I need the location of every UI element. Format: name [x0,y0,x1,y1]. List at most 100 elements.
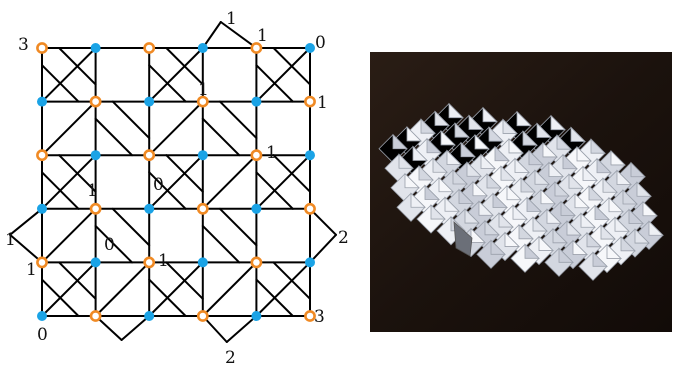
crease-line-24 [148,47,204,103]
orange-vertex-0 [36,42,48,54]
paper-facet-73 [514,157,530,173]
crease-line-44 [201,224,241,264]
paper-facet-187 [430,204,446,220]
orange-vertex-19 [196,95,209,108]
blue-vertex-5 [37,311,47,321]
crease-line-41 [111,207,151,247]
paper-facet-25 [482,106,498,123]
paper-facet-39 [622,189,638,205]
label-left-1: 1 [5,230,16,250]
paper-facet-97 [520,177,536,193]
label-bottom-2: 2 [225,348,236,365]
crease-line-62 [120,315,151,341]
paper-facet-51 [528,149,544,166]
label-bottom-left-0: 0 [37,325,48,345]
paper-facet-121 [526,196,542,212]
crease-line-33 [218,100,258,140]
crease-line-38 [148,171,187,210]
paper-facet-133 [412,145,428,161]
paper-facet-151 [592,251,608,267]
crease-line-50 [255,278,294,317]
orange-vertex-9 [89,202,102,215]
paper-facet-147 [552,227,568,244]
blue-vertex-1 [37,96,47,107]
orange-vertex-11 [89,310,102,322]
paper-facet-105 [600,224,616,240]
crease-line-55 [309,207,337,236]
orange-vertex-31 [304,95,316,108]
paper-facet-194 [453,221,473,257]
paper-facet-173 [424,184,440,200]
crease-line-19 [148,154,204,210]
paper-facet-171 [404,172,420,189]
orange-vertex-12 [143,42,156,54]
blue-vertex-17 [144,311,155,321]
orange-vertex-2 [36,149,48,162]
orange-vertex-14 [143,149,156,162]
orange-vertex-28 [250,256,263,269]
paper-facet-125 [566,220,582,236]
orange-vertex-7 [89,95,102,108]
orange-vertex-26 [250,149,263,162]
paper-facet-163 [498,212,514,228]
paper-facet-157 [438,176,454,193]
paper-facet-65 [434,110,450,126]
crease-line-57 [9,207,43,236]
crease-line-18 [41,261,97,317]
paper-facet-83 [614,216,630,232]
paper-facet-13 [536,122,552,138]
crease-line-60 [225,315,258,343]
crease-line-22 [148,100,204,157]
paper-facet-123 [546,208,562,224]
crease-line-30 [148,64,187,103]
crease-line-16 [94,261,151,317]
paper-facet-159 [458,188,474,204]
label-bottom-right-3: 3 [314,307,325,327]
crease-line-12 [255,261,311,317]
paper-facet-139 [472,180,488,197]
blue-vertex-30 [305,43,315,53]
paper-facet-137 [452,169,468,185]
paper-facet-155 [418,165,434,181]
paper-facet-5 [590,138,606,154]
orange-vertex-16 [143,256,156,269]
label-inner-1a: 1 [198,80,209,100]
crease-line-45 [58,261,97,300]
blue-vertex-13 [144,96,155,107]
paper-facet-53 [548,161,564,177]
blue-vertex-6 [90,43,101,53]
paper-facet-93 [480,153,496,169]
crease-line-42 [94,224,134,264]
crease-line-40 [255,171,294,210]
blue-vertex-8 [90,150,101,161]
paper-facet-113 [446,149,462,165]
crease-line-31 [111,100,151,140]
paper-facet-183 [524,243,540,259]
crease-line-17 [201,154,258,210]
crease-line-36 [41,171,80,210]
folded-paper-illustration [370,52,672,332]
folded-paper [378,102,664,281]
paper-facet-29 [522,130,538,146]
paper-facet-109 [406,125,422,142]
paper-facet-89 [440,129,456,146]
crease-line-28 [41,64,80,103]
paper-facet-101 [560,200,576,216]
crease-edges [9,21,337,343]
paper-facet-67 [454,122,470,138]
crease-line-47 [165,261,204,300]
paper-facet-49 [508,137,524,154]
paper-facet-57 [588,185,604,201]
paper-facet-9 [630,161,646,178]
paper-facet-31 [542,141,558,158]
paper-facet-193 [490,239,506,255]
paper-facet-127 [586,231,602,248]
crease-line-52 [255,64,294,103]
paper-facet-7 [610,149,626,166]
paper-facet-153 [398,153,414,169]
label-top-right-0: 0 [315,33,326,53]
crease-line-27 [58,47,97,86]
paper-facet-165 [518,223,534,240]
label-left-lower-1: 1 [26,260,37,280]
paper-facet-55 [568,173,584,189]
